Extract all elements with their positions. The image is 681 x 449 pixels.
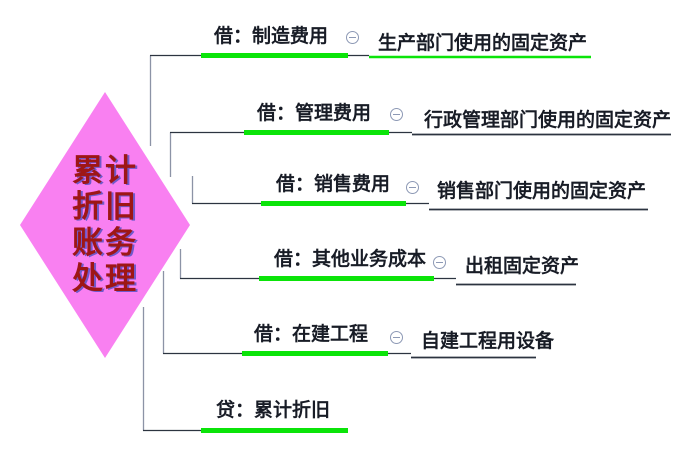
collapse-icon[interactable] <box>406 181 419 194</box>
child-leased-assets[interactable]: 出租固定资产 <box>465 256 580 277</box>
topic-admin-expense[interactable]: 借：管理费用 <box>257 103 372 124</box>
collapse-icon[interactable] <box>433 256 446 269</box>
topic-other-business-cost[interactable]: 借：其他业务成本 <box>274 249 427 270</box>
collapse-icon[interactable] <box>346 31 359 44</box>
underline-topic-2 <box>244 130 389 135</box>
child-production-dept-assets[interactable]: 生产部门使用的固定资产 <box>378 33 588 54</box>
central-topic-line: 折旧 <box>72 189 138 224</box>
child-admin-dept-assets[interactable]: 行政管理部门使用的固定资产 <box>424 110 672 131</box>
underline-topic-6 <box>201 428 348 433</box>
topic-credit-accumulated-depreciation[interactable]: 贷：累计折旧 <box>216 400 331 421</box>
central-topic-line: 处理 <box>72 261 138 296</box>
underline-topic-3 <box>261 201 406 206</box>
underline-topic-4 <box>259 276 434 281</box>
underline-topic-1 <box>201 53 348 58</box>
topic-construction-in-progress[interactable]: 借：在建工程 <box>254 324 369 345</box>
central-topic-line: 账务 <box>72 225 138 260</box>
central-topic-text: 累计 折旧 账务 处理 <box>72 153 138 297</box>
collapse-icon[interactable] <box>390 331 403 344</box>
topic-manufacturing-expense[interactable]: 借：制造费用 <box>214 26 329 47</box>
central-topic-line: 累计 <box>72 153 138 188</box>
child-self-built-equipment[interactable]: 自建工程用设备 <box>421 331 555 352</box>
collapse-icon[interactable] <box>390 108 403 121</box>
underline-topic-5 <box>242 351 388 356</box>
topic-selling-expense[interactable]: 借：销售费用 <box>276 174 391 195</box>
child-sales-dept-assets[interactable]: 销售部门使用的固定资产 <box>437 181 647 202</box>
